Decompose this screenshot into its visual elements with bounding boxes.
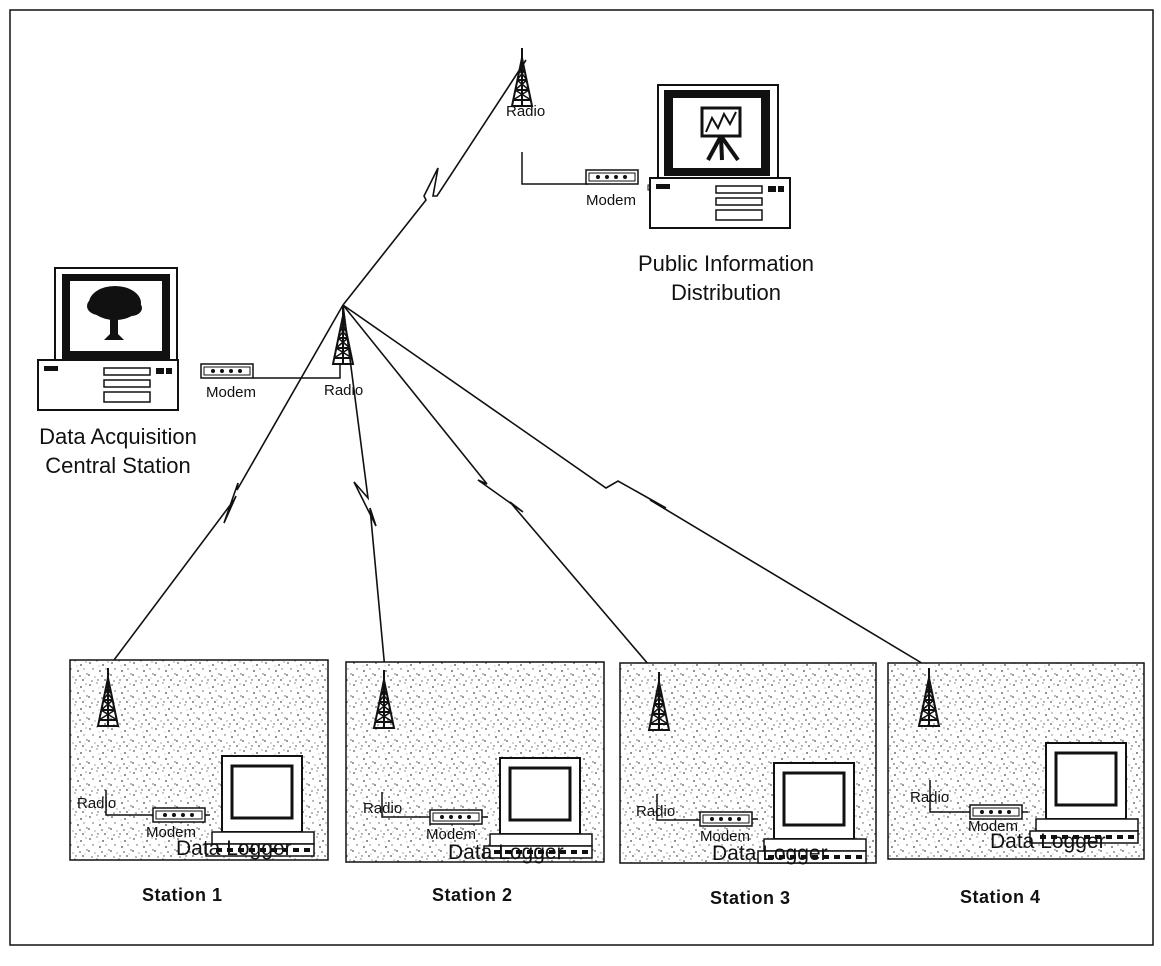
public-modem-icon [586,170,638,184]
station-1-name: Station 1 [142,885,223,906]
link-central-to-station-2 [343,305,385,670]
station-2-modem-icon [430,810,482,824]
public-info-node [512,48,790,228]
central-station-node [38,268,353,410]
station-4-name: Station 4 [960,887,1041,908]
station-1-radio-label: Radio [77,795,116,812]
station-box-1 [70,660,328,860]
public-radio-label: Radio [506,103,545,120]
central-modem-icon [201,364,253,378]
public-info-title-line-1: Public Information [596,249,856,278]
station-2-logger-label: Data Logger [448,841,564,865]
station-2-name: Station 2 [432,885,513,906]
station-4-logger-icon [1030,743,1138,843]
central-radio-label: Radio [324,382,363,399]
link-central-to-station-3 [343,305,660,678]
station-3-modem-icon [700,812,752,826]
station-3-name: Station 3 [710,888,791,909]
central-station-title-line-2: Central Station [0,451,236,480]
station-3-logger-label: Data Logger [712,842,828,866]
public-modem-label: Modem [586,192,636,209]
central-station-title-line-1: Data Acquisition [0,422,236,451]
station-1-modem-icon [153,808,205,822]
link-central-to-station-4 [343,305,930,668]
station-4-modem-icon [970,805,1022,819]
link-central-to-public [343,60,526,305]
station-4-radio-label: Radio [910,789,949,806]
central-modem-label: Modem [206,384,256,401]
public-info-title: Public Information Distribution [596,249,856,307]
station-2-radio-label: Radio [363,800,402,817]
central-station-title: Data Acquisition Central Station [0,422,236,480]
station-3-radio-label: Radio [636,803,675,820]
public-computer-icon [648,85,790,228]
station-1-logger-label: Data Logger [176,837,292,861]
station-4-logger-label: Data Logger [990,830,1106,854]
central-computer-icon [38,268,178,410]
public-info-title-line-2: Distribution [596,278,856,307]
